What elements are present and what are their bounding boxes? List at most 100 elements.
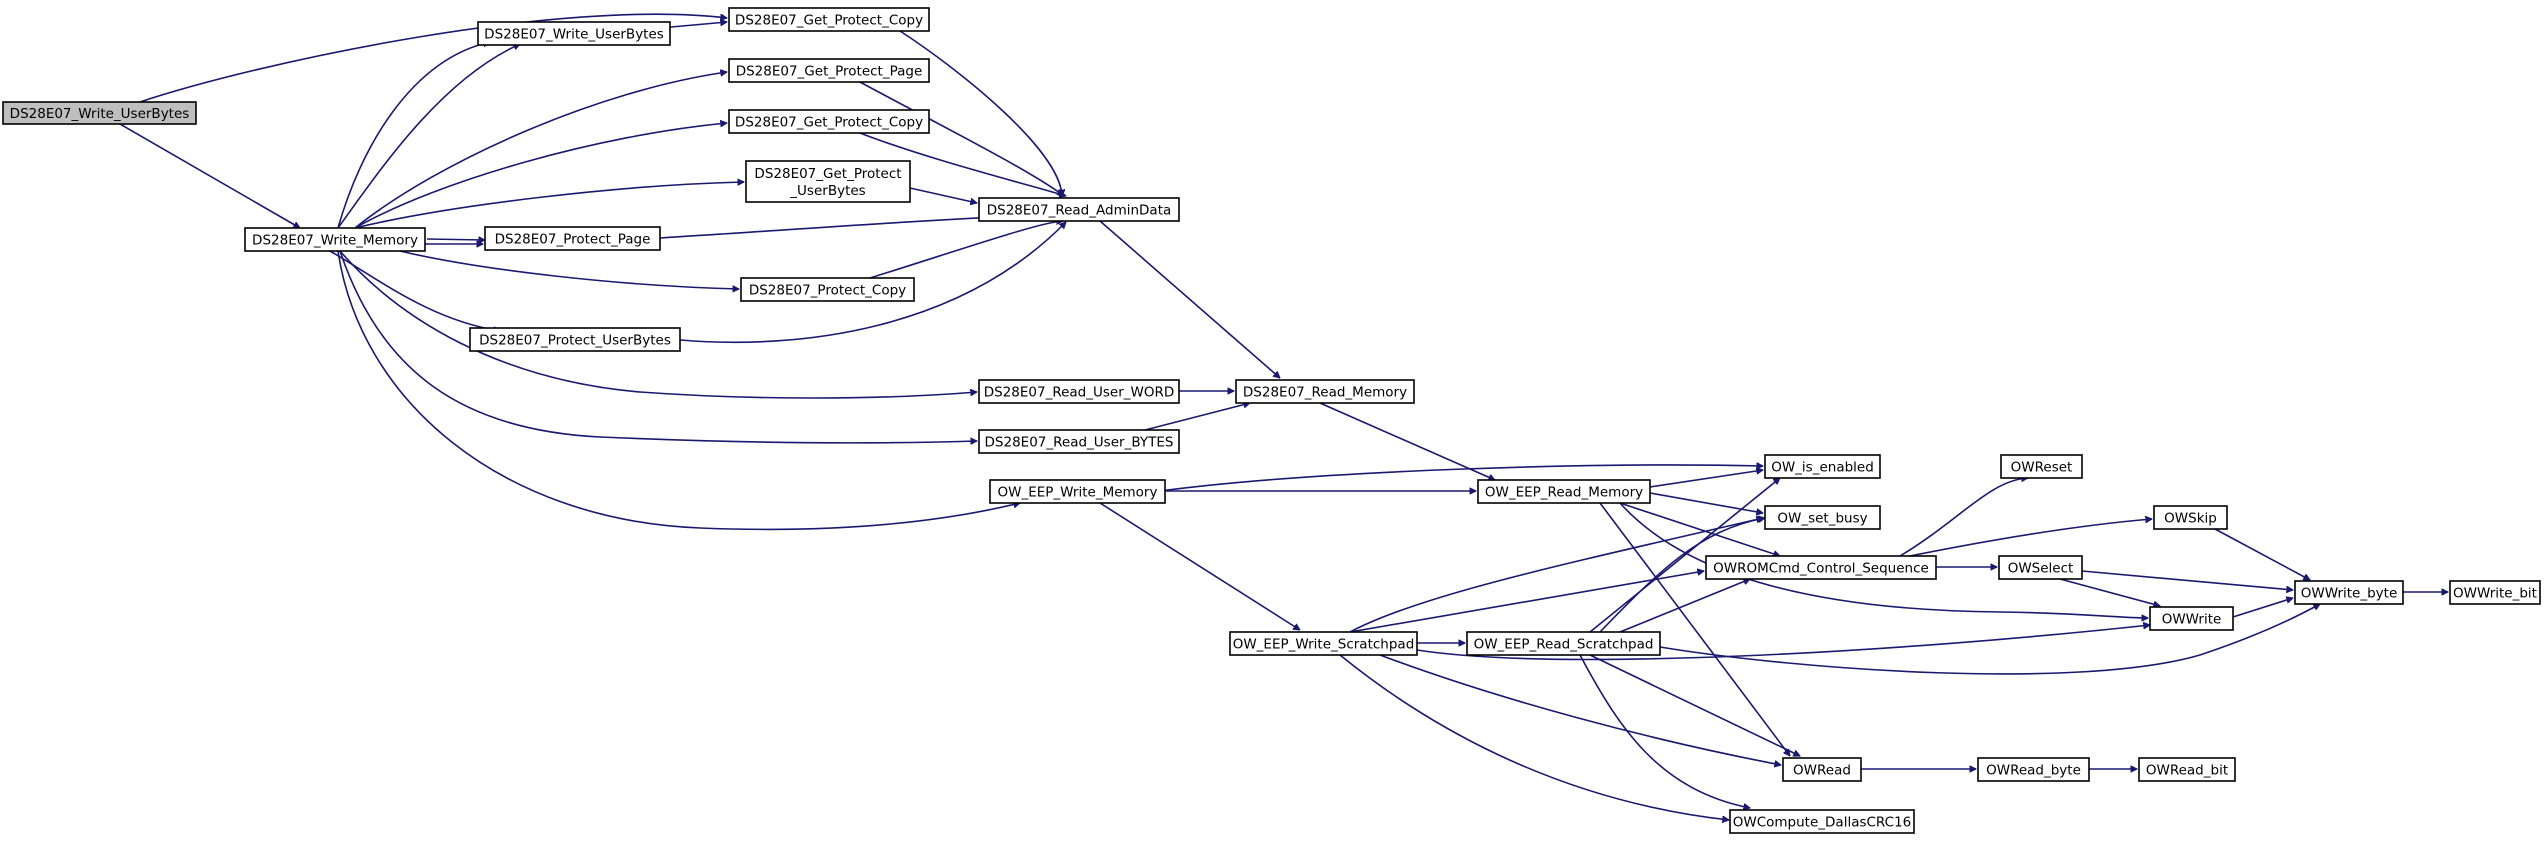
function-node-get-protect-page[interactable]: DS28E07_Get_Protect_Page [728, 58, 930, 83]
function-node-read-memory[interactable]: DS28E07_Read_Memory [1235, 379, 1415, 404]
function-node-protect-copy[interactable]: DS28E07_Protect_Copy [740, 277, 915, 302]
node-label: OW_EEP_Read_Scratchpad [1474, 637, 1654, 653]
call-edge [1599, 518, 1765, 633]
function-node-ow-is-enabled[interactable]: OW_is_enabled [1764, 454, 1881, 479]
call-edge [337, 44, 520, 229]
node-box [1998, 555, 2083, 580]
function-node-read-user-word[interactable]: DS28E07_Read_User_WORD [978, 379, 1180, 404]
node-label: _UserBytes [789, 183, 865, 199]
node-box [1229, 631, 1418, 656]
node-box [1782, 757, 1862, 782]
function-node-ow-eep-write-scratchpad[interactable]: OW_EEP_Write_Scratchpad [1229, 631, 1418, 656]
node-label: OWWrite [2162, 612, 2222, 628]
edge-layer [119, 13, 2448, 820]
function-node-owread-byte[interactable]: OWRead_byte [1977, 757, 2090, 782]
node-box [1235, 379, 1415, 404]
node-label: DS28E07_Read_Memory [1243, 385, 1407, 401]
call-edge [2081, 570, 2293, 590]
node-label: DS28E07_Read_User_BYTES [985, 435, 1174, 451]
node-label: OW_EEP_Write_Scratchpad [1233, 637, 1415, 653]
call-edge [337, 42, 490, 229]
node-label: OWSkip [2164, 511, 2217, 527]
node-label: OWRead_byte [1986, 763, 2081, 779]
function-node-get-protect-copy-1[interactable]: DS28E07_Get_Protect_Copy [728, 7, 930, 32]
call-edge [1379, 654, 1781, 765]
function-node-read-admindata[interactable]: DS28E07_Read_AdminData [978, 197, 1180, 222]
call-edge [329, 250, 500, 331]
function-node-owread-bit[interactable]: OWRead_bit [2138, 757, 2236, 782]
call-edge [1339, 654, 1729, 820]
function-node-ow-eep-write-memory[interactable]: OW_EEP_Write_Memory [989, 479, 1166, 504]
call-edge [339, 250, 977, 443]
node-label: OW_set_busy [1777, 511, 1867, 527]
node-box [2149, 606, 2234, 631]
function-node-owcompute-crc16[interactable]: OWCompute_DallasCRC16 [1729, 809, 1915, 834]
node-label: OW_EEP_Write_Memory [998, 485, 1158, 501]
call-edge [1144, 403, 1250, 431]
node-label: OWRead_bit [2146, 763, 2228, 779]
node-label: DS28E07_Get_Protect_Copy [735, 115, 923, 131]
node-box [1729, 809, 1915, 834]
function-node-owread[interactable]: OWRead [1782, 757, 1862, 782]
node-label: DS28E07_Protect_Page [495, 232, 651, 248]
node-box [469, 327, 681, 352]
call-edge [337, 250, 1020, 531]
node-label: OWSelect [2008, 561, 2074, 577]
node-box [728, 109, 930, 134]
call-edge [1619, 502, 2148, 618]
node-box [978, 197, 1180, 222]
call-edge [1589, 478, 1780, 633]
node-box [745, 160, 911, 203]
function-node-root[interactable]: DS28E07_Write_UserBytes [2, 101, 197, 125]
call-edge [426, 239, 485, 240]
call-edge [1619, 579, 1750, 633]
node-label: DS28E07_Write_Memory [252, 233, 418, 249]
node-box [2, 101, 197, 125]
call-edge [2059, 578, 2160, 606]
function-node-owskip[interactable]: OWSkip [2153, 505, 2228, 530]
call-edge [1099, 220, 1280, 378]
function-node-owselect[interactable]: OWSelect [1998, 555, 2083, 580]
function-node-protect-page[interactable]: DS28E07_Protect_Page [484, 226, 661, 251]
node-box [244, 227, 426, 252]
function-node-owreset[interactable]: OWReset [2000, 454, 2083, 479]
call-edge [139, 13, 727, 103]
function-node-owwrite[interactable]: OWWrite [2149, 606, 2234, 631]
function-node-ow-set-busy[interactable]: OW_set_busy [1764, 505, 1881, 530]
node-label: DS28E07_Get_Protect [754, 166, 901, 182]
node-label: DS28E07_Write_UserBytes [10, 106, 190, 122]
function-node-owwrite-bit[interactable]: OWWrite_bit [2449, 580, 2541, 605]
call-edge [1649, 492, 1763, 513]
function-node-read-user-bytes[interactable]: DS28E07_Read_User_BYTES [978, 429, 1180, 454]
function-node-owwrite-byte[interactable]: OWWrite_byte [2294, 580, 2404, 605]
node-label: OWWrite_bit [2453, 586, 2537, 602]
function-node-write-memory[interactable]: DS28E07_Write_Memory [244, 227, 426, 252]
function-node-ow-eep-read-memory[interactable]: OW_EEP_Read_Memory [1477, 479, 1651, 504]
function-node-get-protect-copy-2[interactable]: DS28E07_Get_Protect_Copy [728, 109, 930, 134]
node-label: OWRead [1793, 763, 1851, 779]
node-box [1764, 454, 1881, 479]
call-edge [899, 30, 1062, 196]
function-node-get-protect-userbytes[interactable]: DS28E07_Get_Protect_UserBytes [745, 160, 911, 203]
call-edge [399, 250, 739, 289]
function-node-ow-eep-read-scratchpad[interactable]: OW_EEP_Read_Scratchpad [1466, 631, 1661, 656]
function-node-write-userbytes[interactable]: DS28E07_Write_UserBytes [477, 21, 671, 46]
node-box [2294, 580, 2404, 605]
function-node-protect-userbytes[interactable]: DS28E07_Protect_UserBytes [469, 327, 681, 352]
node-box [978, 379, 1180, 404]
call-edge [909, 187, 977, 203]
call-edge [119, 123, 300, 229]
node-box [1705, 555, 1937, 580]
call-edge [1416, 625, 2150, 661]
function-node-owromcmd[interactable]: OWROMCmd_Control_Sequence [1705, 555, 1937, 580]
node-label: DS28E07_Protect_UserBytes [479, 333, 671, 349]
node-box [1477, 479, 1651, 504]
node-box [1764, 505, 1881, 530]
call-edge [1899, 478, 2028, 557]
node-box [728, 58, 930, 83]
node-box [484, 226, 661, 251]
node-label: OWROMCmd_Control_Sequence [1713, 561, 1929, 577]
node-box [1977, 757, 2090, 782]
node-box [989, 479, 1166, 504]
